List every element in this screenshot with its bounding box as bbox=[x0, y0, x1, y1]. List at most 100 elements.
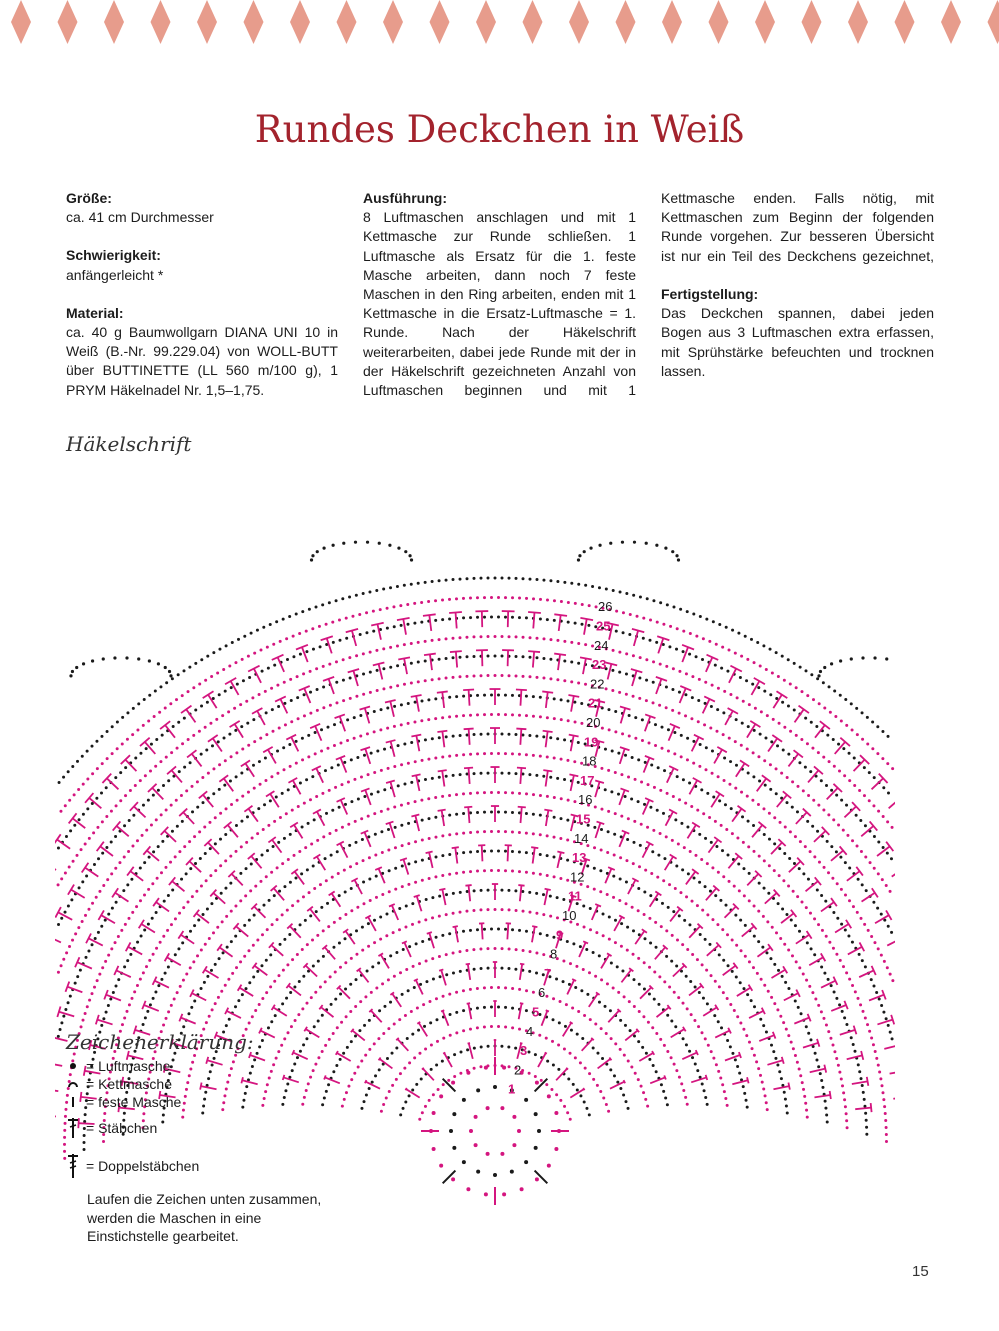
chain-stitch bbox=[198, 830, 201, 833]
chain-stitch bbox=[504, 713, 507, 716]
stitch bbox=[892, 868, 895, 877]
chain-stitch bbox=[359, 1000, 362, 1003]
chain-stitch bbox=[518, 870, 521, 873]
chain-stitch bbox=[165, 808, 168, 811]
chain-stitch bbox=[228, 1018, 231, 1021]
chain-stitch bbox=[374, 854, 377, 857]
chain-stitch bbox=[515, 655, 518, 658]
chain-stitch bbox=[535, 578, 538, 581]
chain-stitch bbox=[659, 601, 662, 604]
chain-stitch bbox=[864, 855, 867, 858]
chain-stitch bbox=[858, 789, 861, 792]
round-number: 14 bbox=[574, 831, 588, 846]
chain-stitch bbox=[577, 583, 580, 586]
chain-stitch bbox=[301, 948, 304, 951]
chain-stitch bbox=[753, 904, 756, 907]
chain-stitch bbox=[302, 1043, 305, 1046]
chain-stitch bbox=[646, 826, 649, 829]
chain-stitch bbox=[435, 936, 438, 939]
chain-stitch bbox=[400, 624, 403, 627]
chain-stitch bbox=[622, 631, 625, 634]
chain-stitch bbox=[102, 1017, 105, 1020]
chain-stitch bbox=[278, 890, 281, 893]
chain-stitch bbox=[185, 1088, 188, 1091]
chain-stitch bbox=[171, 888, 174, 891]
chain-stitch bbox=[286, 1082, 289, 1085]
chain-stitch bbox=[397, 744, 400, 747]
chain-stitch bbox=[878, 1071, 881, 1074]
chain-stitch bbox=[257, 807, 260, 810]
stitch bbox=[628, 880, 635, 894]
chain-stitch bbox=[155, 947, 158, 950]
legend-item-slip-stitch: = Kettmasche bbox=[62, 1076, 172, 1092]
banner-diamond bbox=[988, 0, 999, 44]
chain-stitch bbox=[601, 727, 604, 730]
chain-stitch bbox=[848, 867, 851, 870]
chain-stitch bbox=[501, 674, 504, 677]
chain-stitch bbox=[546, 795, 549, 798]
chain-stitch bbox=[757, 803, 760, 806]
chain-stitch bbox=[349, 676, 352, 679]
chain-stitch bbox=[346, 1046, 349, 1049]
chain-stitch bbox=[154, 690, 157, 693]
chain-stitch bbox=[194, 662, 197, 665]
chain-stitch bbox=[193, 1000, 196, 1003]
stitch bbox=[869, 995, 884, 1001]
chain-stitch bbox=[301, 1007, 304, 1010]
chain-stitch bbox=[127, 917, 130, 920]
chain-stitch bbox=[455, 813, 458, 816]
chain-stitch bbox=[656, 809, 659, 812]
stitch bbox=[567, 980, 574, 994]
chain-stitch bbox=[714, 664, 717, 667]
chain-stitch bbox=[525, 714, 528, 717]
chain-stitch bbox=[840, 719, 843, 722]
chain-stitch bbox=[382, 687, 385, 690]
chain-stitch bbox=[686, 1007, 689, 1010]
chain-stitch bbox=[528, 911, 531, 914]
stitch bbox=[580, 657, 592, 659]
chain-stitch bbox=[469, 714, 472, 717]
stitch bbox=[872, 778, 884, 789]
chain-stitch bbox=[366, 541, 369, 544]
stitch bbox=[386, 822, 394, 825]
chain-stitch bbox=[148, 856, 151, 859]
chain-stitch bbox=[342, 542, 345, 545]
chain-stitch bbox=[252, 718, 255, 721]
chain-stitch bbox=[848, 779, 851, 782]
chain-stitch bbox=[860, 1077, 863, 1080]
chain-stitch bbox=[794, 835, 797, 838]
chain-stitch bbox=[640, 780, 643, 783]
chain-stitch bbox=[348, 844, 351, 847]
chain-stitch bbox=[448, 853, 451, 856]
chain-stitch bbox=[102, 884, 105, 887]
chain-stitch bbox=[569, 1118, 572, 1121]
chain-stitch bbox=[804, 766, 807, 769]
chain-stitch bbox=[729, 1003, 732, 1006]
chain-stitch bbox=[619, 1087, 622, 1090]
chain-stitch bbox=[625, 652, 628, 655]
chain-stitch bbox=[210, 902, 213, 905]
chain-stitch bbox=[722, 959, 725, 962]
chain-stitch bbox=[500, 733, 503, 736]
chain-stitch bbox=[579, 1061, 582, 1064]
chain-stitch bbox=[421, 759, 424, 762]
chain-stitch bbox=[738, 1072, 741, 1075]
chain-stitch bbox=[441, 795, 444, 798]
chain-stitch bbox=[386, 706, 389, 709]
chain-stitch bbox=[410, 682, 413, 685]
chain-stitch bbox=[261, 670, 264, 673]
chain-stitch bbox=[702, 637, 705, 640]
chain-stitch bbox=[546, 599, 549, 602]
chain-stitch bbox=[620, 815, 623, 818]
chain-stitch bbox=[667, 728, 670, 731]
chain-stitch bbox=[290, 1025, 293, 1028]
stitch bbox=[762, 775, 771, 782]
chain-stitch bbox=[139, 867, 142, 870]
chain-stitch bbox=[271, 708, 274, 711]
stitch bbox=[397, 1039, 408, 1051]
chain-stitch bbox=[708, 816, 711, 819]
chain-stitch bbox=[396, 664, 399, 667]
chain-stitch bbox=[237, 999, 240, 1002]
chain-stitch bbox=[229, 855, 232, 858]
chain-stitch bbox=[787, 1034, 790, 1037]
